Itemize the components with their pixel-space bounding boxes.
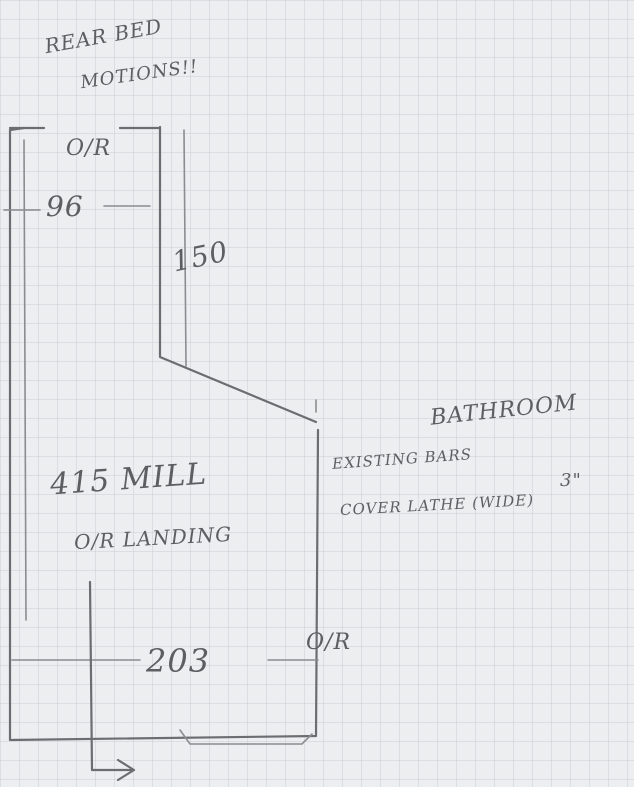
- inner-offset-line: [183, 129, 187, 367]
- direction-arrow: [88, 580, 136, 782]
- centre-guide-line: [23, 139, 27, 621]
- top-width-dimension-line: [3, 205, 151, 211]
- existing-size: 3": [560, 470, 582, 491]
- bottom-or-tag: O/R: [306, 630, 352, 655]
- landing-outline: [8, 125, 320, 742]
- top-width-value: 96: [46, 190, 84, 223]
- top-or-tag: O/R: [66, 136, 112, 161]
- bottom-width-value: 203: [146, 642, 211, 680]
- bottom-step: [179, 729, 313, 745]
